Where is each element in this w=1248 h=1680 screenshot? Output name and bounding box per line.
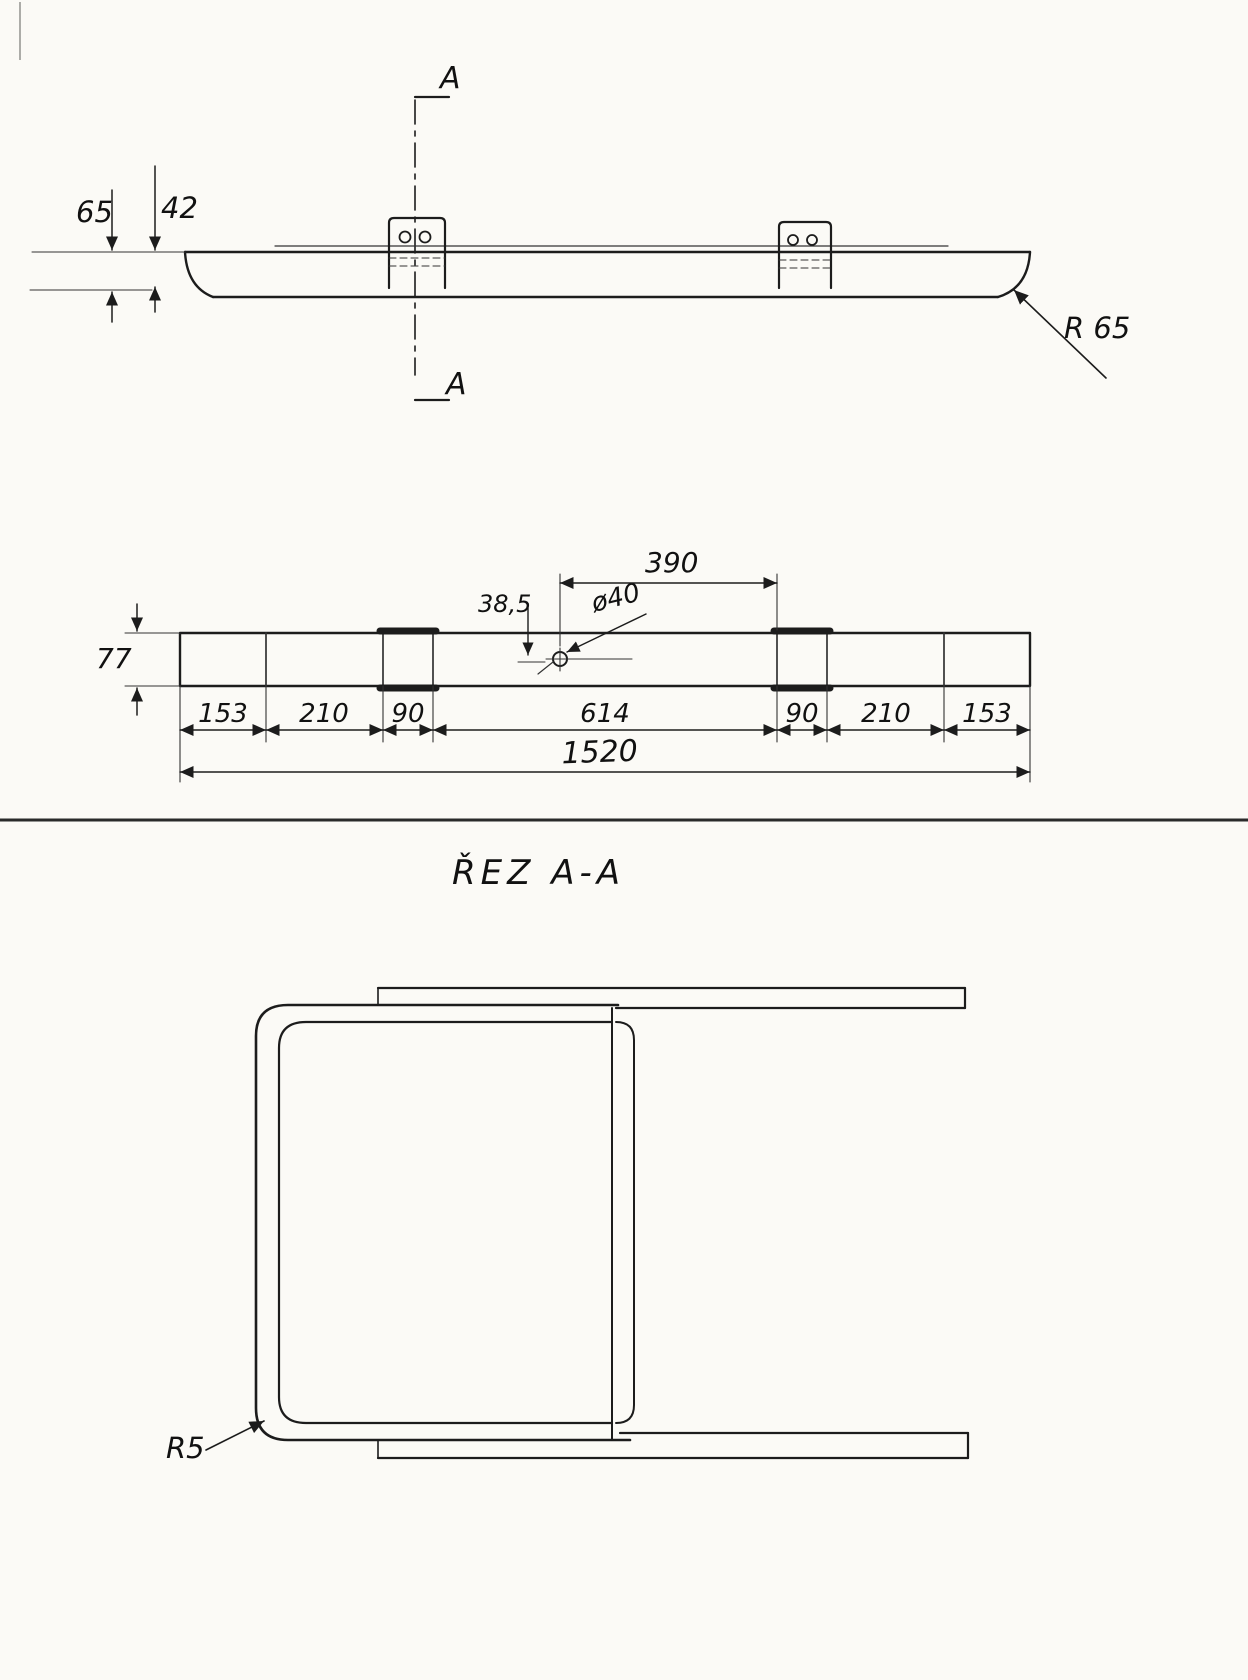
bottom-flange xyxy=(376,1431,970,1460)
section-label-top: A xyxy=(438,61,461,96)
leader-hole-dia-tail xyxy=(537,661,554,675)
segment-label-1: 210 xyxy=(299,699,349,729)
dim-390 xyxy=(559,573,778,647)
dim-390-label: 390 xyxy=(645,546,698,579)
dim-65-label: 65 xyxy=(76,195,113,229)
segment-label-6: 153 xyxy=(962,699,1012,729)
mount-band-right xyxy=(770,627,834,692)
segment-label-3: 614 xyxy=(580,699,630,729)
dim-total xyxy=(179,741,1031,783)
dim-38-5 xyxy=(517,607,546,663)
rail-outline xyxy=(29,245,1032,299)
hole xyxy=(545,647,633,672)
radius-r5-label: R5 xyxy=(166,1431,205,1465)
dim-38-5-label: 38,5 xyxy=(478,590,531,618)
channel-inner xyxy=(277,1020,614,1425)
section-line xyxy=(413,95,451,402)
plan-dividers xyxy=(265,632,945,687)
channel-outer xyxy=(254,1003,632,1442)
mount-band-left xyxy=(376,627,440,692)
section-label-bottom: A xyxy=(444,367,467,402)
bracket-left xyxy=(387,216,447,290)
segment-label-4: 90 xyxy=(785,699,818,729)
dim-chain xyxy=(179,685,1031,743)
bracket-right xyxy=(777,220,833,290)
dim-42-label: 42 xyxy=(161,191,198,225)
top-flange xyxy=(376,986,967,1010)
plank-edge xyxy=(611,1007,635,1441)
segment-label-0: 153 xyxy=(198,699,248,729)
segment-label-5: 210 xyxy=(861,699,911,729)
dim-77-label: 77 xyxy=(96,642,132,675)
dim-total-label: 1520 xyxy=(561,734,639,772)
side-view: A A xyxy=(29,61,1130,402)
leader-r5 xyxy=(205,1420,265,1451)
section-title: ŘEZ A-A xyxy=(452,852,625,893)
hole-dia-label: ø40 xyxy=(587,578,643,619)
plan-view: ø40 390 38,5 77 xyxy=(96,546,1032,783)
section-view: ŘEZ A-A R5 xyxy=(166,852,970,1465)
radius-r65-label: R 65 xyxy=(1064,311,1130,345)
segment-label-2: 90 xyxy=(391,699,424,729)
leader-hole-dia xyxy=(566,613,647,653)
dim-77 xyxy=(124,603,181,716)
leader-r65 xyxy=(1013,289,1107,379)
